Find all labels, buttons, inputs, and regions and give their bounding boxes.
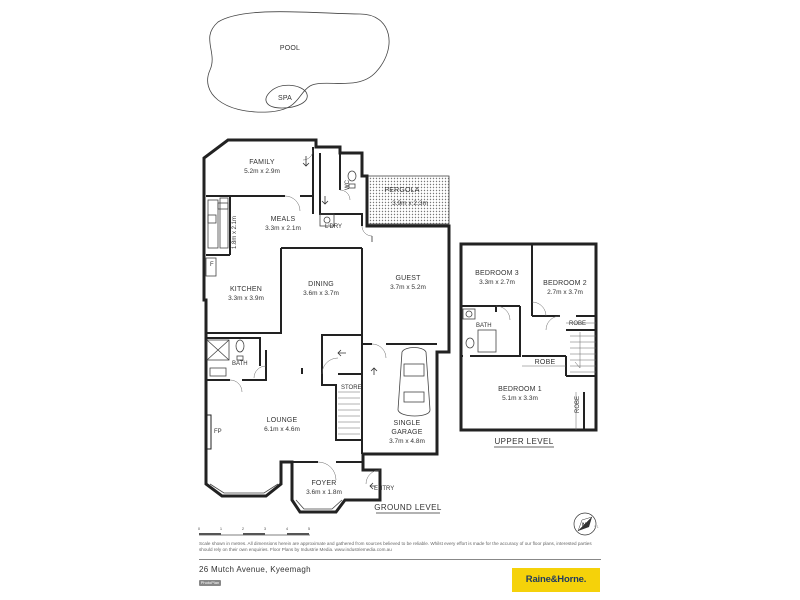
compass-label: N <box>582 523 586 529</box>
fireplace-label: FP <box>214 429 222 435</box>
ground-bath-fixtures <box>206 339 245 377</box>
garage-dim: 3.7m x 4.8m <box>389 438 425 445</box>
pergola-area <box>366 175 450 225</box>
robe-rails <box>522 322 596 430</box>
upper-bath-label: BATH <box>476 323 492 329</box>
ground-stairs <box>338 391 360 435</box>
footer-divider <box>199 559 601 560</box>
robe-label-bed2: ROBE <box>569 321 586 327</box>
dining-dim: 3.6m x 3.7m <box>303 290 339 297</box>
guest-dim: 3.7m x 5.2m <box>390 284 426 291</box>
car-icon <box>397 347 431 417</box>
robe-label-bed1-side: ROBE <box>575 396 581 413</box>
door-arrows <box>302 156 378 490</box>
upper-bath-fixtures <box>462 308 497 353</box>
garage-label-line1: SINGLE <box>394 420 421 427</box>
family-dim: 5.2m x 2.9m <box>244 168 280 175</box>
spa-outline <box>265 84 308 109</box>
property-address: 26 Mutch Avenue, Kyeemagh <box>199 565 311 574</box>
compass-icon: N <box>573 512 597 536</box>
fireplace <box>206 414 212 450</box>
foyer-label: FOYER <box>311 480 336 487</box>
foyer-dim: 3.6m x 1.8m <box>306 489 342 496</box>
lounge-dim: 6.1m x 4.6m <box>264 426 300 433</box>
upper-level-label: UPPER LEVEL <box>494 437 553 446</box>
pergola-label: PERGOLA <box>384 187 419 194</box>
family-label: FAMILY <box>249 159 275 166</box>
kitchen-counters <box>205 197 229 277</box>
laundry-label: L'DRY <box>325 224 342 230</box>
wc-label: WC <box>345 179 351 190</box>
disclaimer-text: Scale shown in metres. All dimensions he… <box>199 541 592 552</box>
robe-label-bed1: ROBE <box>535 359 556 366</box>
plan-version: V1 <box>594 524 599 529</box>
fridge-label: F <box>210 262 214 268</box>
bedroom1-dim: 5.1m x 3.3m <box>502 395 538 402</box>
bedroom3-dim: 3.3m x 2.7m <box>479 279 515 286</box>
upper-stairs <box>570 332 596 373</box>
laundry-fixtures <box>319 170 357 227</box>
front-bay-window <box>209 483 343 510</box>
scale-tick-label: 5 <box>308 526 311 531</box>
scale-tick-label: 1 <box>220 526 223 531</box>
scale-ticks: 0 1 2 3 4 5 <box>198 526 311 531</box>
kitchen-dim: 3.3m x 3.9m <box>228 295 264 302</box>
scale-bar <box>199 533 310 536</box>
agency-logo: Raine&Horne. <box>512 568 600 592</box>
bedroom1-label: BEDROOM 1 <box>498 386 542 393</box>
garage-label-line2: GARAGE <box>391 429 422 436</box>
upper-interior-walls <box>461 244 596 430</box>
meals-dim: 3.3m x 2.1m <box>265 225 301 232</box>
producer-logo: PhotoPlan <box>199 580 221 586</box>
dining-label: DINING <box>308 281 334 288</box>
meals-label: MEALS <box>271 216 296 223</box>
scale-tick-label: 0 <box>198 526 201 531</box>
pergola-dim: 3.9m x 2.3m <box>392 200 428 207</box>
ground-level-label: GROUND LEVEL <box>374 503 442 512</box>
scale-tick-label: 2 <box>242 526 245 531</box>
bedroom2-label: BEDROOM 2 <box>543 280 587 287</box>
lounge-label: LOUNGE <box>267 417 298 424</box>
entry-label: ENTRY <box>374 486 394 492</box>
scale-tick-label: 3 <box>264 526 267 531</box>
bedroom2-dim: 2.7m x 3.7m <box>547 289 583 296</box>
pantry-dim: 1.8m x 2.1m <box>232 216 238 249</box>
kitchen-label: KITCHEN <box>230 286 262 293</box>
guest-label: GUEST <box>395 275 421 282</box>
upper-outer-wall <box>459 242 598 432</box>
store-label: STORE <box>341 385 362 391</box>
pool-outline <box>207 11 390 113</box>
upper-doors <box>495 301 561 331</box>
ground-doors <box>229 149 387 485</box>
scale-tick-label: 4 <box>286 526 289 531</box>
bedroom3-label: BEDROOM 3 <box>475 270 519 277</box>
ground-interior-walls <box>206 147 437 463</box>
ground-bath-label: BATH <box>232 361 248 367</box>
spa-label: SPA <box>278 95 292 102</box>
pool-label: POOL <box>280 45 300 52</box>
